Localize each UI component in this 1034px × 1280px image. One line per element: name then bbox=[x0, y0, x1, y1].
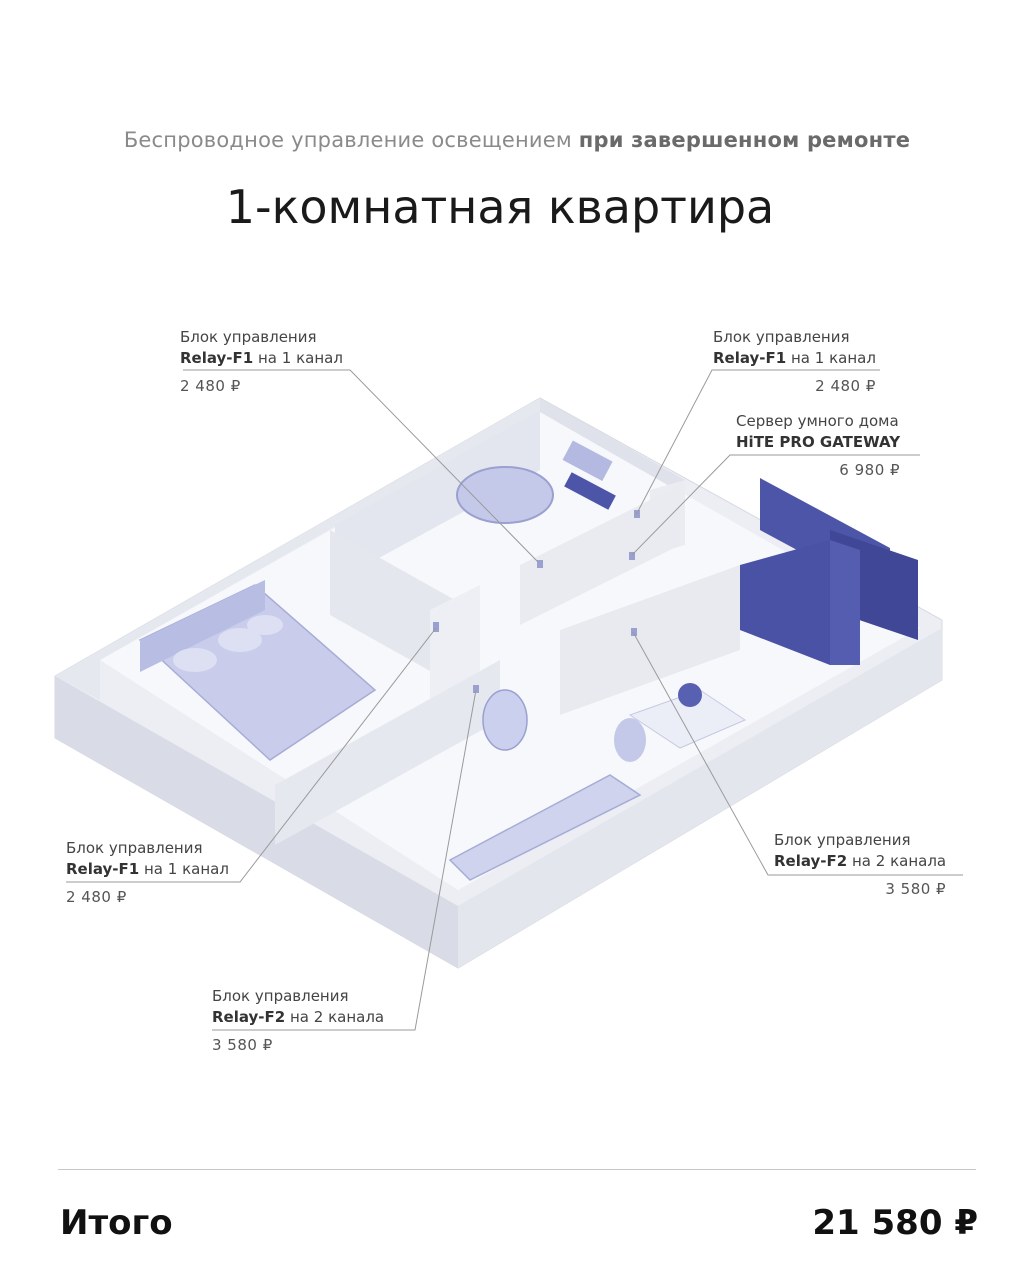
dining-table bbox=[628, 689, 747, 749]
callout-relay-f2-living: Блок управления Relay-F2 на 2 канала 3 5… bbox=[774, 830, 946, 900]
leader-lines bbox=[66, 369, 963, 1031]
kitchen-tall-front bbox=[830, 540, 860, 665]
callout-name: Relay-F2 bbox=[774, 852, 848, 870]
callout-price: 3 580 ₽ bbox=[885, 880, 947, 898]
slab-front-left bbox=[55, 676, 458, 968]
callout-suffix: на 1 канал bbox=[139, 860, 229, 878]
bathtub bbox=[456, 466, 554, 524]
slab-front-right bbox=[458, 628, 942, 968]
wall-bath-lower bbox=[520, 485, 680, 625]
relay-device bbox=[433, 622, 439, 632]
callout-suffix: на 2 канала bbox=[847, 852, 947, 870]
callout-suffix: на 2 канала bbox=[285, 1008, 385, 1026]
sofa bbox=[448, 774, 642, 881]
wall-bedroom-back bbox=[330, 530, 455, 685]
kitchen-counter bbox=[740, 540, 830, 665]
leader-line bbox=[66, 627, 437, 883]
callout-price: 6 980 ₽ bbox=[839, 461, 901, 479]
callout-relay-f1-bath-right: Блок управления Relay-F1 на 1 канал 2 48… bbox=[713, 327, 876, 397]
relay-device bbox=[473, 685, 479, 693]
callout-name: Relay-F2 bbox=[212, 1008, 286, 1026]
callout-price: 2 480 ₽ bbox=[815, 377, 876, 395]
callout-line1: Блок управления bbox=[713, 328, 850, 346]
callout-gateway: Сервер умного дома HiTE PRO GATEWAY 6 98… bbox=[736, 411, 900, 481]
callout-name: Relay-F1 bbox=[180, 349, 254, 367]
callout-line1: Блок управления bbox=[66, 839, 203, 857]
leader-line bbox=[632, 631, 963, 876]
relay-device bbox=[537, 560, 543, 568]
callout-name: Relay-F1 bbox=[66, 860, 140, 878]
leader-line bbox=[635, 369, 880, 516]
callout-relay-f1-bathroom: Блок управления Relay-F1 на 1 канал 2 48… bbox=[180, 327, 343, 397]
callout-line1: Блок управления bbox=[180, 328, 317, 346]
flower-vase bbox=[678, 683, 702, 707]
bath-cabinet bbox=[564, 472, 616, 510]
gateway-device bbox=[629, 552, 635, 560]
wall-back-right bbox=[540, 398, 685, 495]
wall-bath-front bbox=[335, 410, 540, 582]
subtitle-regular: Беспроводное управление освещением bbox=[123, 128, 579, 152]
callout-price: 3 580 ₽ bbox=[212, 1036, 273, 1054]
callout-model: Relay-F2 на 2 канала bbox=[212, 1007, 384, 1028]
callout-model: Relay-F2 на 2 канала bbox=[774, 851, 946, 872]
page-title: 1-комнатная квартира bbox=[225, 180, 775, 234]
pillow-1 bbox=[173, 648, 217, 672]
leader-line bbox=[631, 454, 920, 556]
callout-name: HiTE PRO GATEWAY bbox=[736, 433, 901, 451]
dining-chair bbox=[614, 718, 646, 762]
callout-relay-f2-hall: Блок управления Relay-F2 на 2 канала 3 5… bbox=[212, 986, 384, 1056]
callout-model: Relay-F1 на 1 канал bbox=[66, 859, 229, 880]
footer-divider bbox=[58, 1169, 976, 1170]
wall-kitchen bbox=[560, 565, 740, 715]
callout-price: 2 480 ₽ bbox=[180, 377, 241, 395]
callout-name: Relay-F1 bbox=[713, 349, 787, 367]
leader-line bbox=[183, 369, 539, 563]
callout-relay-f1-bedroom: Блок управления Relay-F1 на 1 канал 2 48… bbox=[66, 838, 229, 908]
pillow-3 bbox=[247, 615, 283, 635]
wall-hall bbox=[275, 660, 500, 845]
total-label: Итого bbox=[60, 1203, 173, 1243]
pillow-2 bbox=[218, 628, 262, 652]
callout-model: Relay-F1 на 1 канал bbox=[180, 348, 343, 369]
callout-suffix: на 1 канал bbox=[786, 349, 876, 367]
subtitle-bold: при завершенном ремонте bbox=[578, 128, 911, 152]
callout-line1: Блок управления bbox=[212, 987, 349, 1005]
relay-device bbox=[631, 628, 637, 636]
total-value: 21 580 ₽ bbox=[812, 1203, 978, 1243]
wall-back-left bbox=[55, 398, 540, 700]
callout-suffix: на 1 канал bbox=[253, 349, 343, 367]
page-subtitle: Беспроводное управление освещением при з… bbox=[0, 128, 1034, 152]
bed-headboard bbox=[140, 580, 265, 672]
callout-line1: Блок управления bbox=[774, 831, 911, 849]
bath-sink bbox=[562, 440, 613, 482]
callout-model: HiTE PRO GATEWAY bbox=[736, 432, 900, 453]
callout-line1: Сервер умного дома bbox=[736, 412, 899, 430]
armchair bbox=[482, 689, 528, 751]
leader-line bbox=[212, 689, 477, 1031]
callout-model: Relay-F1 на 1 канал bbox=[713, 348, 876, 369]
callout-price: 2 480 ₽ bbox=[66, 888, 127, 906]
